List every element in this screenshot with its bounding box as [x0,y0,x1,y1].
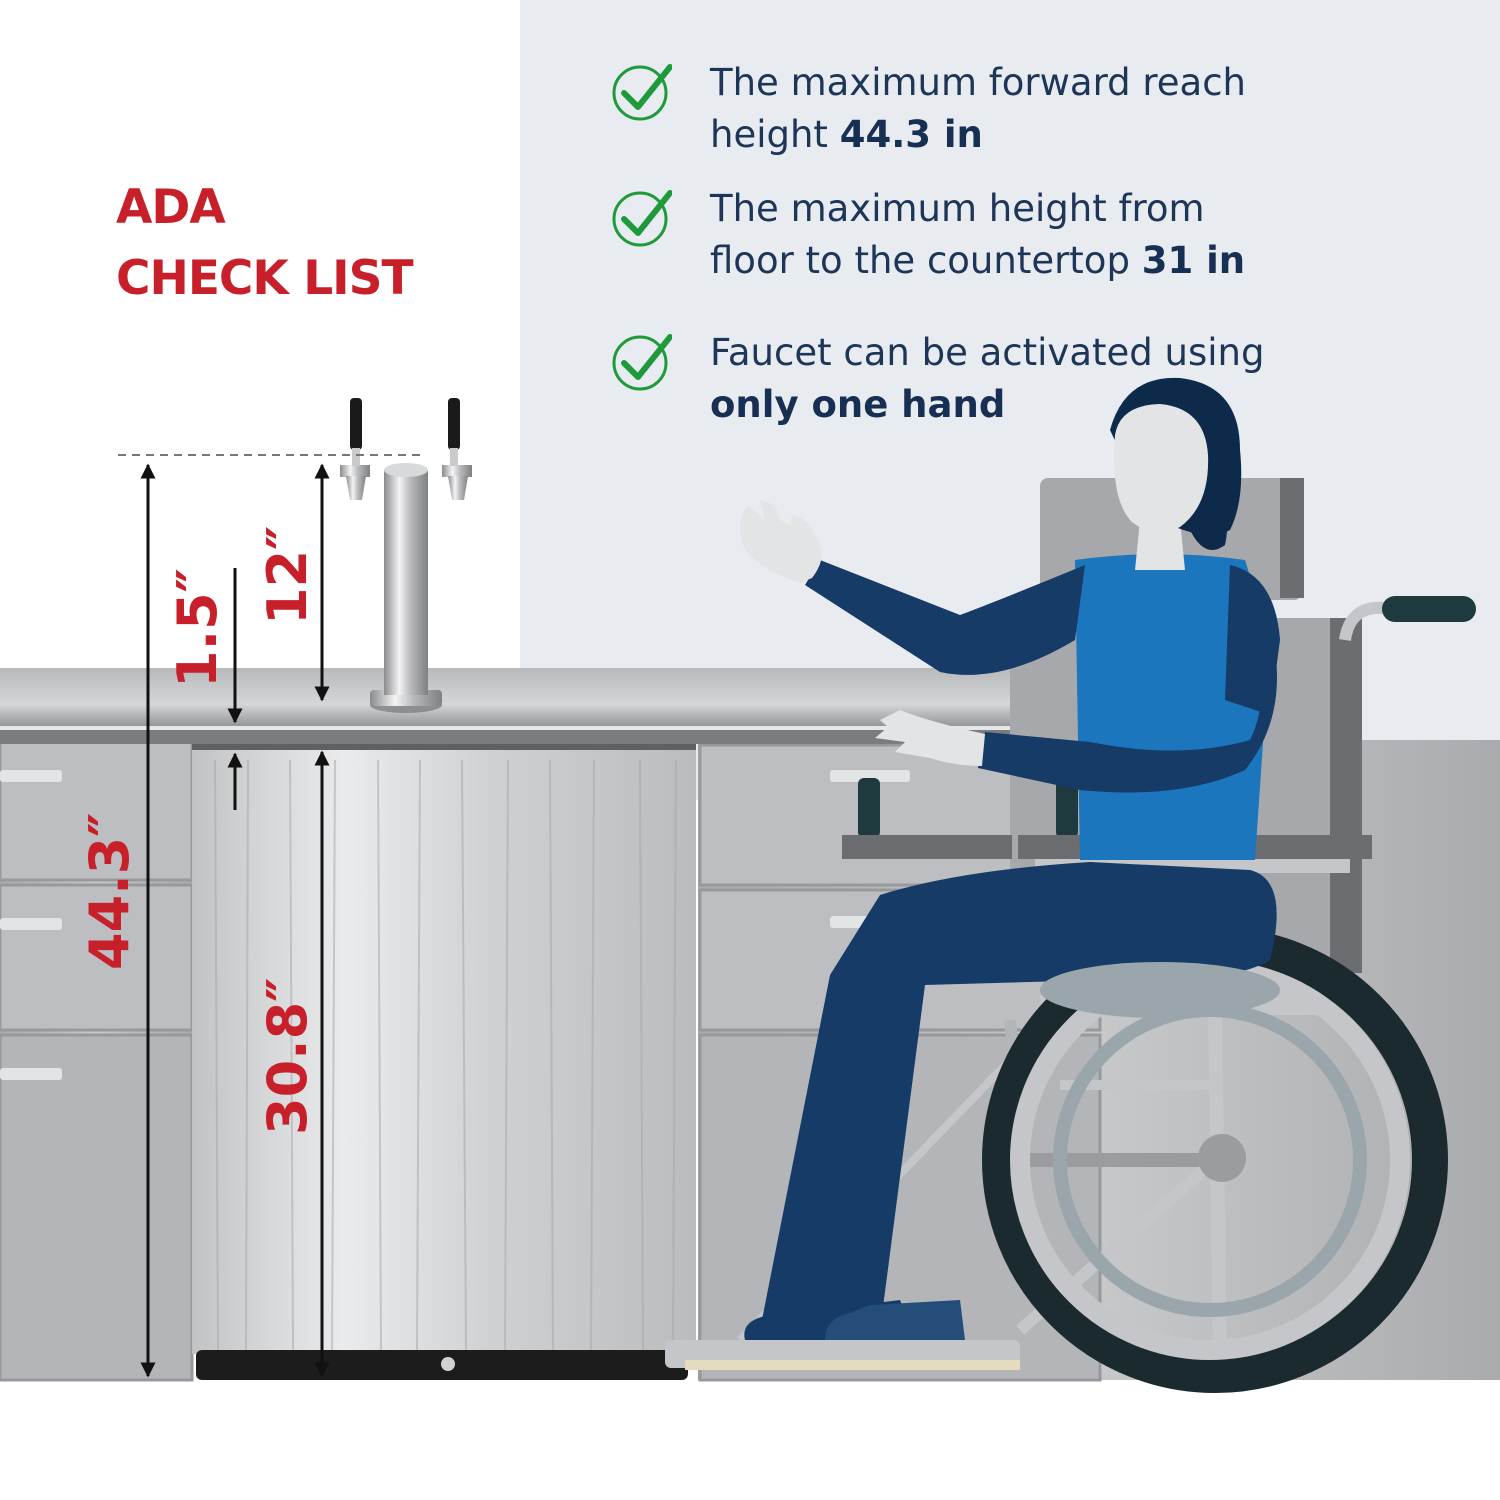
raised-arm [805,560,1085,675]
checklist-value: 31 in [1141,239,1246,282]
checklist-value: 44.3 in [839,113,983,156]
raised-hand [740,500,822,583]
checklist-value: only one hand [710,383,1006,426]
checklist-line-2: height 44.3 in [710,113,983,156]
checklist-line-1: Faucet can be activated using [710,331,1265,374]
beer-tower [340,398,472,713]
checklist-line-1: The maximum height from [710,187,1205,230]
face [1114,404,1209,533]
title-line-2: CHECK LIST [116,251,414,306]
checklist-text: The maximum height from floor to the cou… [710,183,1245,287]
kegerator-cabinet [192,744,696,1380]
drawer-handle [0,1068,62,1080]
push-handle [1382,596,1476,622]
dimension-lines [118,454,425,1378]
countertop [0,668,1040,744]
dimension-cabinet-height: 30.8″ [256,978,319,1135]
checklist-line-2: floor to the countertop 31 in [710,239,1246,282]
title-line-1: ADA [116,180,226,235]
lower-hand [875,710,985,766]
checklist-text: The maximum forward reach height 44.3 in [710,57,1246,161]
dimension-tower-height: 12″ [256,526,319,625]
checklist-line-1: The maximum forward reach [710,61,1247,104]
tap-handle [448,398,460,450]
tap-handle [350,398,362,450]
lower-arm [978,640,1277,793]
left-cabinets [0,738,194,1382]
checklist-text: Faucet can be activated using only one h… [710,327,1264,431]
drawer-handle [0,770,62,782]
check-circle-icon [612,334,672,391]
wheelchair-user [665,377,1476,1393]
check-circle-icon [612,64,672,121]
drawer-handle [0,918,62,930]
lock-icon [441,1357,455,1371]
drawer-handle [830,770,910,782]
dimension-total-height: 44.3″ [78,813,141,970]
dimension-countertop-thickness: 1.5″ [166,568,229,688]
checklist-line-2: only one hand [710,379,1264,431]
check-circle-icon [612,190,672,247]
page-title: ADA CHECK LIST [116,172,414,314]
